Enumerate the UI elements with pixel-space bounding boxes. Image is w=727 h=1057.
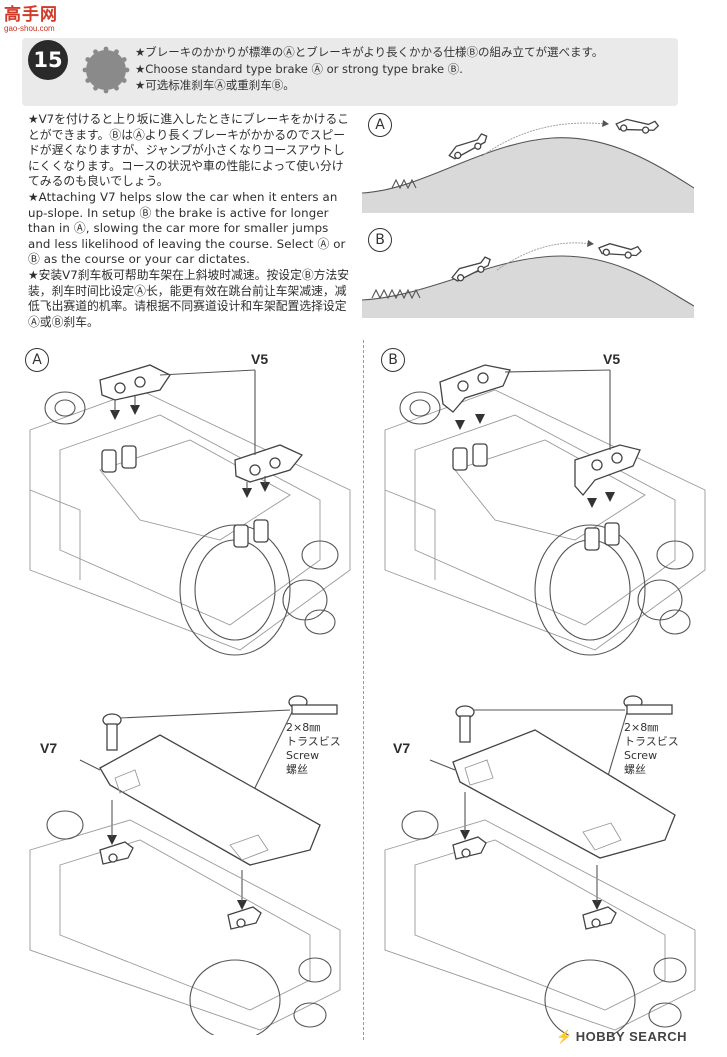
screw-cn-b: 螺丝 (624, 763, 646, 776)
description-en: ★Attaching V7 helps slow the car when it… (28, 189, 346, 267)
chassis-diagram-a-upper (29, 364, 351, 656)
screw-cn-a: 螺丝 (286, 763, 308, 776)
description-cn: ★安装V7刹车板可帮助车架在上斜坡时减速。按设定Ⓑ方法安装，刹车时间比设定Ⓐ长，… (28, 267, 350, 329)
screw-en-b: Screw (624, 749, 658, 762)
watermark-sub-text: gao-shou.com (4, 24, 55, 33)
lightning-icon: ⚡ (556, 1029, 573, 1044)
slope-diagram-b (362, 240, 694, 318)
setup-label-a: A (25, 348, 49, 372)
part-label-v5-a: V5 (251, 351, 269, 367)
screw-label-b: 2×8㎜ トラスビス Screw 螺丝 (624, 721, 679, 777)
part-label-v5-b: V5 (603, 351, 621, 367)
hobby-search-logo: ⚡HOBBY SEARCH (556, 1029, 687, 1045)
brake-plate-diagram-a (29, 695, 341, 1035)
setup-divider (363, 340, 364, 1040)
step-instructions: ★ブレーキのかかりが標準のⒶとブレーキがより長くかかる仕様Ⓑの組み立てが選べます… (135, 44, 675, 94)
brake-plate-diagram-b (384, 695, 696, 1035)
watermark-main-text: 高手网 (4, 5, 58, 25)
screw-en-a: Screw (286, 749, 320, 762)
chassis-diagram-b-upper (384, 364, 706, 656)
screw-size-b: 2×8㎜ (624, 721, 659, 734)
watermark-logo: 高手网 gao-shou.com (4, 6, 74, 36)
screw-size-a: 2×8㎜ (286, 721, 321, 734)
part-label-v7-a: V7 (40, 740, 58, 756)
instruction-jp: ★ブレーキのかかりが標準のⒶとブレーキがより長くかかる仕様Ⓑの組み立てが選べます… (135, 45, 604, 59)
setup-label-b: B (381, 348, 405, 372)
screw-label-a: 2×8㎜ トラスビス Screw 螺丝 (286, 721, 341, 777)
step-number: 15 (28, 40, 68, 80)
slope-diagram-a (362, 118, 694, 213)
screw-jp-a: トラスビス (286, 735, 341, 748)
instruction-en: ★Choose standard type brake Ⓐ or strong … (135, 61, 463, 76)
description-jp: ★V7を付けると上り坂に進入したときにブレーキをかけることができます。ⒷはⒶより… (28, 112, 350, 189)
step-header-bar (22, 38, 678, 106)
instruction-cn: ★可选标准刹车Ⓐ或重刹车Ⓑ。 (135, 78, 295, 92)
footer-brand: HOBBY SEARCH (575, 1029, 687, 1044)
brake-description: ★V7を付けると上り坂に進入したときにブレーキをかけることができます。ⒷはⒶより… (28, 112, 350, 330)
brake-badge-icon (82, 46, 130, 94)
slope-label-a: A (368, 113, 392, 137)
slope-label-b: B (368, 228, 392, 252)
screw-jp-b: トラスビス (624, 735, 679, 748)
part-label-v7-b: V7 (393, 740, 411, 756)
